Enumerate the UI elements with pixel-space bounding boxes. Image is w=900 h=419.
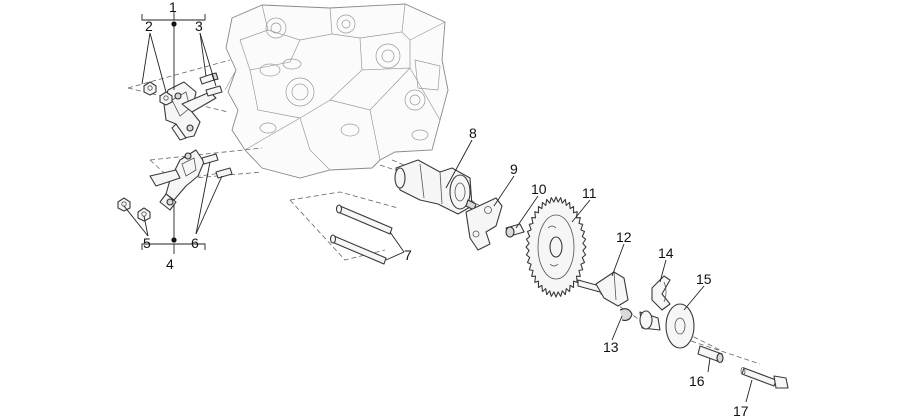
dowel-pin <box>697 345 724 364</box>
rocker-shafts <box>329 204 393 265</box>
hex-screw <box>740 367 789 389</box>
callout-12: 12 <box>616 229 632 245</box>
callout-labels: 1 2 3 4 5 6 7 8 9 10 11 12 13 14 15 16 1… <box>143 0 749 419</box>
callout-11: 11 <box>582 185 597 201</box>
lower-nuts <box>117 197 151 222</box>
decompressor-assembly <box>577 271 661 331</box>
cam-sprocket <box>525 196 587 298</box>
callout-3: 3 <box>195 18 203 34</box>
callout-13: 13 <box>603 339 619 355</box>
upper-adjuster-screws <box>199 72 223 97</box>
callout-14: 14 <box>658 245 674 261</box>
callout-5: 5 <box>143 235 151 251</box>
lower-adjuster-screws <box>201 153 233 179</box>
callout-1: 1 <box>169 0 177 15</box>
cylinder-head-block <box>224 3 449 179</box>
callout-10: 10 <box>531 181 547 197</box>
callout-15: 15 <box>696 271 712 287</box>
callout-7: 7 <box>404 247 412 263</box>
callout-9: 9 <box>510 161 518 177</box>
callout-2: 2 <box>145 18 153 34</box>
callout-8: 8 <box>469 125 477 141</box>
callout-16: 16 <box>689 373 705 389</box>
circlip <box>619 308 633 321</box>
upper-nuts <box>143 81 173 106</box>
camshaft <box>394 159 477 215</box>
upper-rocker-arm-assembly <box>163 81 217 141</box>
lower-rocker-arm-assembly <box>149 149 205 211</box>
callout-4: 4 <box>166 256 174 272</box>
callout-6: 6 <box>191 235 199 251</box>
callout-17: 17 <box>733 403 749 419</box>
return-spring <box>651 275 671 311</box>
flange-bolt <box>505 223 525 238</box>
thrust-washer <box>665 303 695 349</box>
callout-leaders <box>123 12 753 403</box>
